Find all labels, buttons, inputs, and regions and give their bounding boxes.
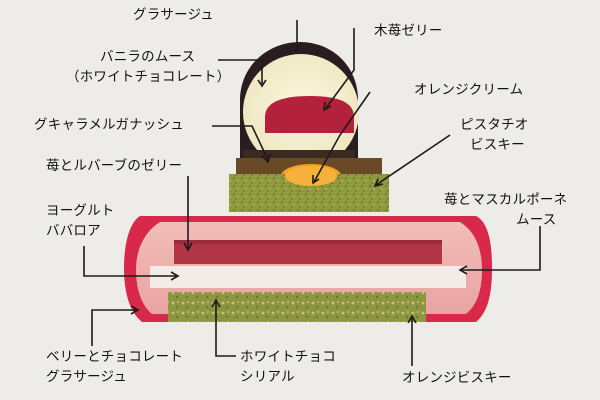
top-dome bbox=[240, 42, 359, 170]
label-vanilla-mousse-line1: バニラのムース bbox=[100, 49, 196, 65]
label-strawberry-rhubarb-jelly: 苺とルバーブのゼリー bbox=[46, 158, 183, 174]
label-pistachio-biscuit-line2: ビスキー bbox=[470, 137, 525, 153]
label-white-choco-cereal-line1: ホワイトチョコ bbox=[240, 349, 336, 365]
label-yogurt-bavarois-line2: ババロア bbox=[46, 223, 101, 239]
label-raspberry-jelly: 木苺ゼリー bbox=[374, 23, 443, 39]
arrows bbox=[83, 20, 541, 366]
label-orange-cream: オレンジクリーム bbox=[414, 82, 524, 98]
label-caramel-ganache: グキャラメルガナッシュ bbox=[34, 117, 184, 133]
label-mirror-glaze: グラサージュ bbox=[133, 7, 214, 23]
arrow-pistachio-biscuit bbox=[375, 134, 451, 186]
orange-biscuit-layer bbox=[272, 292, 426, 322]
label-vanilla-mousse-line2: （ホワイトチョコレート） bbox=[66, 69, 231, 85]
label-berry-choco-glaze-line2: グラサージュ bbox=[46, 369, 127, 385]
arrow-raspberry-jelly bbox=[325, 28, 355, 109]
label-pistachio-biscuit-line1: ピスタチオ bbox=[460, 117, 529, 133]
arrow-vanilla-mousse bbox=[218, 59, 263, 84]
raspberry-jelly-core bbox=[265, 96, 354, 133]
arrow-white-choco-cereal bbox=[215, 302, 236, 357]
label-berry-choco-glaze-line1: ベリーとチョコレート bbox=[46, 349, 183, 365]
arrow-caramel-ganache bbox=[212, 125, 269, 161]
arrow-berry-choco-glaze bbox=[91, 309, 136, 346]
label-yogurt-bavarois-line1: ヨーグルト bbox=[46, 203, 115, 219]
label-orange-biscuit: オレンジビスキー bbox=[402, 370, 512, 386]
arrow-strawberry-mascarpone bbox=[462, 226, 541, 271]
label-white-choco-cereal-line2: シリアル bbox=[240, 369, 295, 385]
arrow-yogurt-bavarois bbox=[83, 246, 176, 277]
label-strawberry-mascarpone-line2: ムース bbox=[516, 212, 557, 228]
label-strawberry-mascarpone-line1: 苺とマスカルポーネ bbox=[444, 192, 568, 208]
arrow-orange-cream bbox=[313, 91, 371, 183]
bottom-cake bbox=[124, 216, 492, 322]
yogurt-bavarois-layer bbox=[150, 266, 466, 288]
middle-tier bbox=[229, 158, 389, 212]
